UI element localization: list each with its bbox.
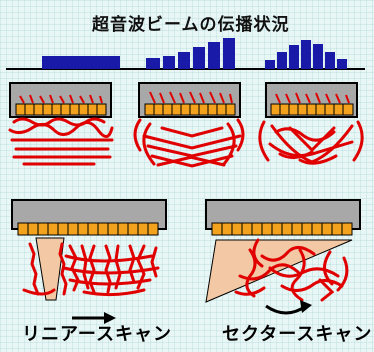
sector-scan-label: セクタースキャン	[222, 324, 373, 345]
probe-small-2	[138, 82, 241, 118]
beam-profile-focused-mid	[146, 38, 235, 69]
diagram-title: 超音波ビームの伝播状況	[92, 15, 290, 35]
beam-profile-focused-near	[42, 56, 120, 69]
arrow-right-icon	[104, 312, 116, 324]
linear-scan-label: リニアースキャン	[22, 324, 173, 345]
beam-profile-focused-far	[265, 40, 347, 69]
wave-pattern-2	[133, 118, 245, 168]
linear-probe	[11, 199, 167, 236]
wave-pattern-1	[8, 117, 114, 166]
sector-probe	[205, 199, 361, 236]
sector-scan-fan	[205, 238, 353, 315]
curved-arrow-icon	[300, 300, 312, 313]
probe-small-1	[9, 82, 112, 118]
wave-pattern-3	[258, 120, 364, 165]
probe-small-3	[265, 82, 358, 118]
linear-scan-fan	[22, 237, 160, 324]
